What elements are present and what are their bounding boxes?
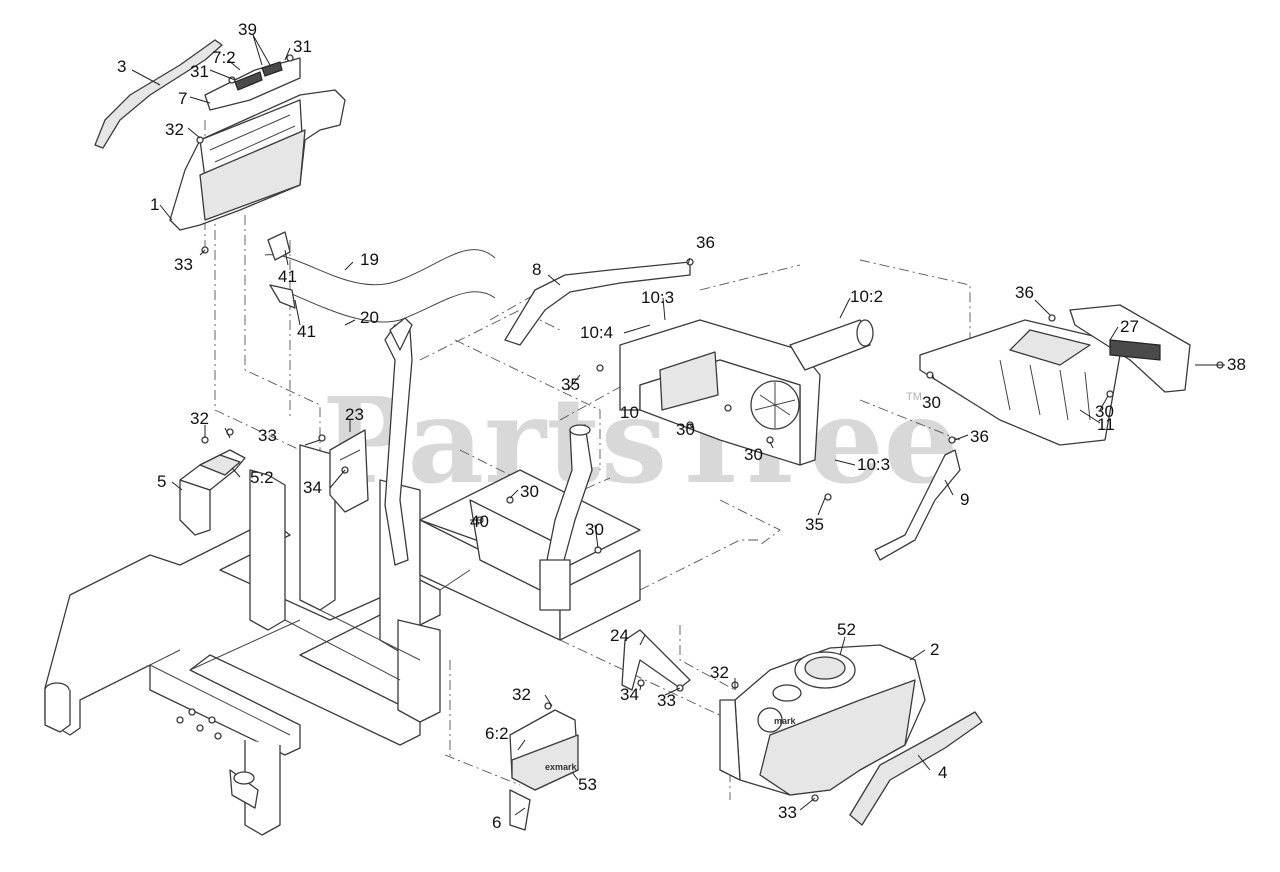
callout-30-a[interactable]: 30 — [520, 482, 539, 501]
part-8-arm — [504, 261, 691, 346]
callout-41-lower[interactable]: 41 — [297, 322, 316, 341]
callout-32-lower[interactable]: 32 — [512, 685, 531, 704]
callout-52[interactable]: 52 — [837, 620, 856, 639]
callout-23[interactable]: 23 — [345, 405, 364, 424]
watermark-trademark: TM — [906, 391, 922, 403]
callout-30-c[interactable]: 30 — [676, 420, 695, 439]
callout-6-2[interactable]: 6:2 — [485, 724, 509, 743]
callout-2[interactable]: 2 — [930, 640, 939, 659]
callout-1[interactable]: 1 — [150, 195, 159, 214]
part-9-arm — [874, 449, 961, 561]
callout-27[interactable]: 27 — [1120, 317, 1139, 336]
callout-30-e[interactable]: 30 — [922, 393, 941, 412]
callout-31-left[interactable]: 31 — [190, 62, 209, 81]
callout-34-left[interactable]: 34 — [303, 478, 322, 497]
callout-5[interactable]: 5 — [157, 472, 166, 491]
callout-30-f[interactable]: 30 — [1095, 402, 1114, 421]
callout-32-right[interactable]: 32 — [710, 663, 729, 682]
callout-41-upper[interactable]: 41 — [278, 267, 297, 286]
callout-35-bottom[interactable]: 35 — [805, 515, 824, 534]
callout-30-b[interactable]: 30 — [585, 520, 604, 539]
callout-33-right[interactable]: 33 — [657, 691, 676, 710]
part-1-left-console — [169, 89, 346, 231]
callout-10-4[interactable]: 10:4 — [580, 323, 613, 342]
callout-24[interactable]: 24 — [610, 626, 629, 645]
callout-11[interactable]: 11 — [1097, 415, 1115, 434]
callout-39[interactable]: 39 — [238, 20, 257, 39]
callout-10-2[interactable]: 10:2 — [850, 287, 883, 306]
callout-7-2[interactable]: 7:2 — [212, 48, 236, 67]
callout-33-mid[interactable]: 33 — [258, 426, 277, 445]
callout-6[interactable]: 6 — [492, 813, 501, 832]
callout-19[interactable]: 19 — [360, 250, 379, 269]
callout-35-top[interactable]: 35 — [561, 375, 580, 394]
callout-36-right[interactable]: 36 — [1015, 283, 1034, 302]
callout-33-top[interactable]: 33 — [174, 255, 193, 274]
callout-labels: 3 1 32 7 31 7:2 39 31 33 41 41 19 20 5 3… — [117, 20, 1246, 832]
callout-33-bottom[interactable]: 33 — [778, 803, 797, 822]
part-4-fender — [849, 711, 983, 826]
part-24-bracket — [621, 629, 691, 691]
mower-frame — [44, 444, 641, 836]
callout-34-right[interactable]: 34 — [620, 685, 639, 704]
callout-36-top[interactable]: 36 — [696, 233, 715, 252]
part-27-cover — [1069, 304, 1191, 393]
part-6-tank: exmark — [509, 709, 579, 831]
callout-36-lower[interactable]: 36 — [970, 427, 989, 446]
decal-label: exmark — [545, 762, 578, 772]
callout-7[interactable]: 7 — [178, 89, 187, 108]
part-10-shroud — [619, 319, 821, 466]
brand-logo-text: mark — [774, 716, 797, 726]
leader-lines — [131, 34, 1225, 816]
callout-8[interactable]: 8 — [532, 260, 541, 279]
callout-10-3-bottom[interactable]: 10:3 — [857, 455, 890, 474]
part-3-top-trim — [94, 39, 223, 149]
callout-10[interactable]: 10 — [620, 403, 639, 422]
callout-40[interactable]: 40 — [470, 512, 489, 531]
callout-30-d[interactable]: 30 — [744, 445, 763, 464]
callout-38[interactable]: 38 — [1227, 355, 1246, 374]
callout-9[interactable]: 9 — [960, 490, 969, 509]
callout-5-2[interactable]: 5:2 — [250, 468, 274, 487]
callout-32-top[interactable]: 32 — [165, 120, 184, 139]
cables — [264, 231, 496, 323]
callout-4[interactable]: 4 — [938, 763, 947, 782]
callout-3[interactable]: 3 — [117, 57, 126, 76]
part-10-2-tube — [789, 319, 874, 371]
part-2-tank: mark — [719, 644, 926, 796]
part-7-plate — [204, 57, 301, 111]
callout-31-right[interactable]: 31 — [293, 37, 312, 56]
callout-10-3-top[interactable]: 10:3 — [641, 288, 674, 307]
callout-53[interactable]: 53 — [578, 775, 597, 794]
part-5-bracket — [179, 449, 246, 536]
control-towers — [384, 317, 593, 611]
callout-20[interactable]: 20 — [360, 308, 379, 327]
part-11-plate — [919, 319, 1121, 446]
callout-32-left-bracket[interactable]: 32 — [190, 409, 209, 428]
